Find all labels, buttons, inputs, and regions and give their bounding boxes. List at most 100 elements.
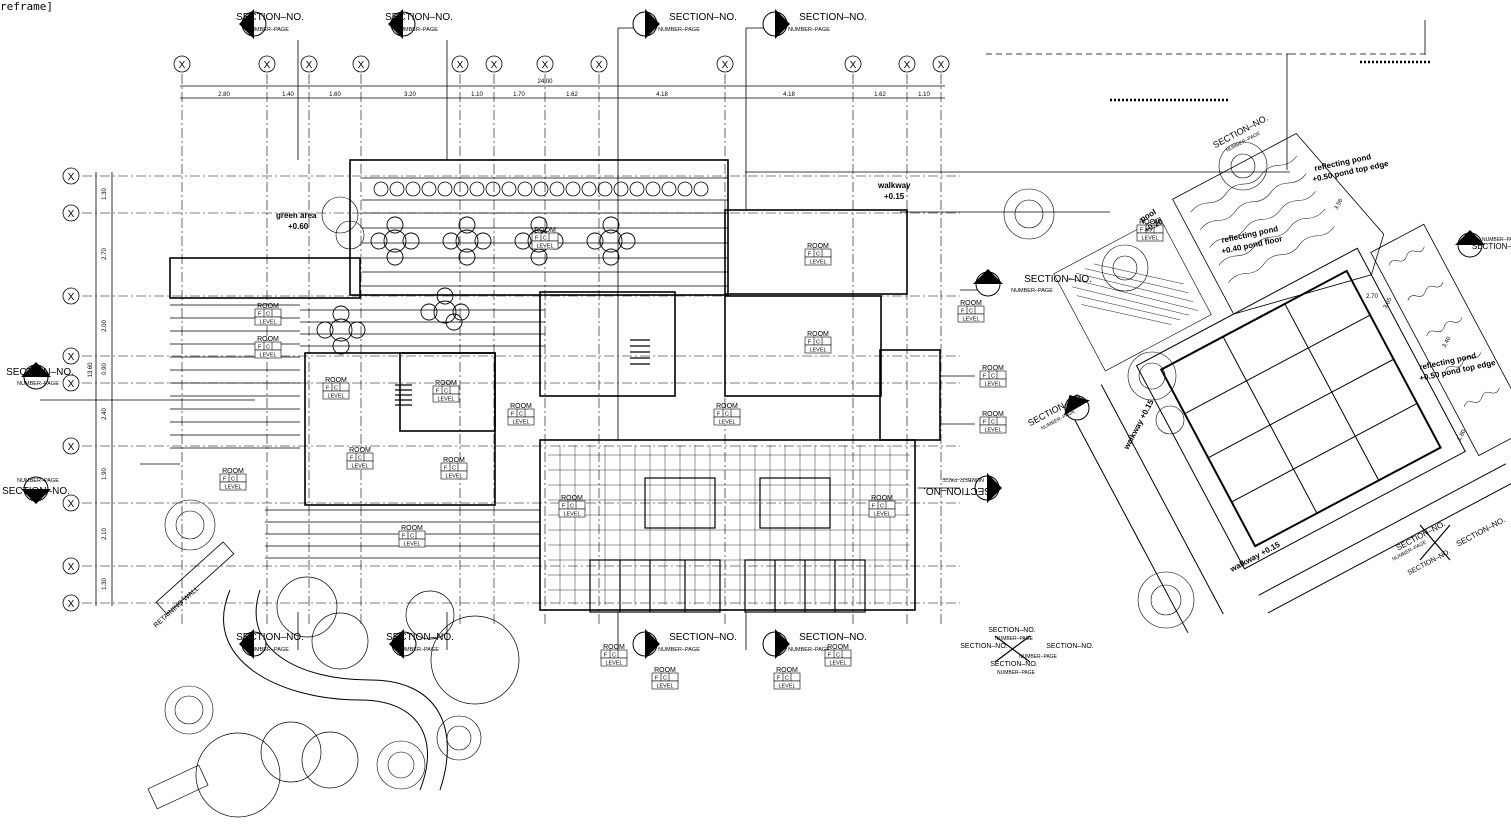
grid-bubble-col — [716, 55, 734, 73]
section-title: SECTION–NO. — [236, 632, 304, 643]
room-tag-f: F — [444, 466, 448, 472]
room-tag-level: LEVEL — [984, 382, 1001, 388]
section-marker: SECTION–NO.NUMBER–PAGE — [1211, 113, 1270, 154]
grid-bubble-col-label: X — [457, 60, 464, 71]
grid-bubble-col-label: X — [264, 60, 271, 71]
section-marker-arrow — [645, 629, 660, 659]
room-tag-level-box — [957, 313, 985, 323]
section-title: SECTION–NO. — [960, 643, 1008, 650]
section-page: NUMBER–PAGE — [17, 381, 59, 387]
room-tag-level: LEVEL — [809, 260, 826, 266]
room-tag-level-box — [1136, 232, 1164, 242]
section-title: SECTION–NO. — [6, 367, 74, 378]
grid-bubble-col-label: X — [938, 60, 945, 71]
top-dimension: 1.10 — [918, 92, 930, 98]
room-tag-level: LEVEL — [984, 428, 1001, 434]
room-tag-level-box — [531, 240, 559, 250]
section-marker: SECTION–NO.NUMBER–PAGE — [923, 473, 1002, 503]
room-tag-c: C — [1148, 228, 1152, 234]
room-tag-name: ROOM — [222, 468, 244, 475]
top-dimension: 1.60 — [329, 92, 341, 98]
wing-dimension: 1.80 — [1457, 428, 1468, 442]
section-title: SECTION–NO. — [988, 627, 1036, 634]
section-marker: SECTION–NO.NUMBER–PAGE — [386, 629, 454, 659]
top-dimension: 1.70 — [513, 92, 525, 98]
section-title: SECTION–NO. — [923, 485, 991, 496]
section-page: NUMBER–PAGE — [788, 647, 830, 653]
room-tag-level: LEVEL — [809, 348, 826, 354]
section-marker-arrow — [1455, 230, 1485, 245]
room-tag-name: ROOM — [603, 644, 625, 651]
top-dimension: 1.62 — [566, 92, 578, 98]
room-tag-level-box — [507, 416, 535, 426]
grid-bubble-col — [258, 55, 276, 73]
top-dimension: 1.40 — [282, 92, 294, 98]
room-tag-name: ROOM — [349, 447, 371, 454]
room-tag-c: C — [519, 412, 523, 418]
room-tag-level: LEVEL — [1141, 236, 1158, 242]
room-tag-c: C — [725, 412, 729, 418]
room-tag-level-box — [346, 460, 374, 470]
left-dimension: 2.70 — [102, 248, 108, 260]
section-page: NUMBER–PAGE — [658, 27, 700, 33]
room-tag-c: C — [991, 420, 995, 426]
room-tag-f: F — [511, 412, 515, 418]
room-tag-f: F — [808, 340, 812, 346]
room-tag-level: LEVEL — [327, 394, 344, 400]
room-tag-level: LEVEL — [536, 244, 553, 250]
room-tag-level-box — [558, 508, 586, 518]
grid-bubble-row-label: X — [68, 172, 75, 183]
section-title: SECTION–NO. — [1472, 242, 1511, 251]
section-page: NUMBER–PAGE — [396, 27, 438, 33]
room-tag-f: F — [350, 456, 354, 462]
grid-bubble-col-label: X — [542, 60, 549, 71]
room-tag-level-box — [432, 393, 460, 403]
section-marker-arrow — [239, 629, 254, 659]
section-title: SECTION–NO. — [990, 661, 1038, 668]
section-marker: SECTION–NO.NUMBER–PAGESECTION–NO.SECTION… — [960, 627, 1094, 676]
room-tag-level-box — [979, 378, 1007, 388]
grid-bubble-row — [62, 204, 80, 222]
grid-bubble-col-label: X — [179, 60, 186, 71]
section-marker: SECTION–NO.NUMBER–PAGE — [236, 629, 304, 659]
grid-bubble-col — [300, 55, 318, 73]
grid-bubble-col-label: X — [596, 60, 603, 71]
room-tag-level-box — [804, 256, 832, 266]
room-tag-name: ROOM — [871, 495, 893, 502]
room-tag-level: LEVEL — [259, 353, 276, 359]
grid-bubble-col-label: X — [904, 60, 911, 71]
wing-dimension: 3.40 — [1442, 335, 1453, 349]
room-tag-level: LEVEL — [259, 320, 276, 326]
room-tag-c: C — [410, 534, 414, 540]
section-marker-arrow — [1064, 395, 1090, 416]
grid-bubble-col — [898, 55, 916, 73]
room-tag-level-box — [440, 470, 468, 480]
room-tag-name: ROOM — [982, 365, 1004, 372]
room-tag-level-box — [219, 481, 247, 491]
room-tag-f: F — [1140, 228, 1144, 234]
room-tag-c: C — [816, 252, 820, 258]
room-tag-f: F — [535, 236, 539, 242]
room-tag-f: F — [983, 374, 987, 380]
room-tag-f: F — [983, 420, 987, 426]
section-marker: SECTION–NO.NUMBER–PAGE — [973, 269, 1092, 297]
section-marker-arrow — [775, 629, 790, 659]
room-tag-level-box — [824, 657, 852, 667]
section-marker: SECTION–NO.NUMBER–PAGE — [632, 629, 737, 659]
section-page: NUMBER–PAGE — [247, 27, 289, 33]
section-marker: SECTION–NO.NUMBER–PAGE — [1026, 391, 1090, 432]
grid-bubble-col — [590, 55, 608, 73]
room-tag-level: LEVEL — [718, 420, 735, 426]
room-tag-level: LEVEL — [437, 397, 454, 403]
section-marker-arrow — [775, 9, 790, 39]
room-tag-c: C — [991, 374, 995, 380]
